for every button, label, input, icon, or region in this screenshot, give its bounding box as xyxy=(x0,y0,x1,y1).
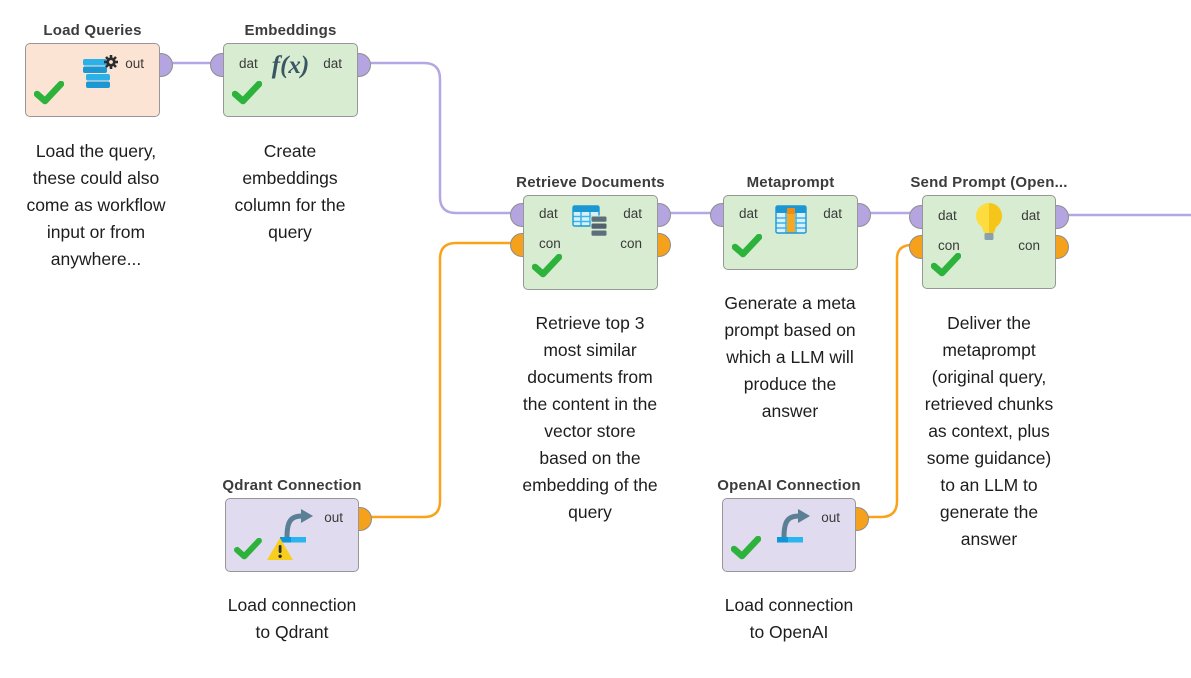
wire-qdrant-retrieve[interactable] xyxy=(370,241,511,519)
port-label: con xyxy=(938,238,960,253)
port-label: dat xyxy=(1021,208,1040,223)
port-label: out xyxy=(821,510,840,525)
operator-qdrant-connection[interactable]: Qdrant Connection out xyxy=(222,477,372,572)
operator-comment: Load connection to Qdrant xyxy=(227,595,357,642)
port-label: dat xyxy=(623,206,642,221)
operator-title: Qdrant Connection xyxy=(222,477,362,494)
connection-arrow-icon xyxy=(774,507,814,550)
success-check-icon xyxy=(231,80,263,110)
success-check-icon xyxy=(33,80,65,110)
operator-retrieve-documents[interactable]: Retrieve Documents dat con dat con xyxy=(510,174,671,290)
port-label: dat xyxy=(938,208,957,223)
operator-title: Metaprompt xyxy=(746,174,835,191)
port-label: out xyxy=(125,56,144,71)
operator-comment: Load connection to OpenAI xyxy=(724,595,854,642)
operator-title: Retrieve Documents xyxy=(516,174,665,191)
operator-send-prompt[interactable]: Send Prompt (Open... dat con dat con xyxy=(909,174,1069,289)
operator-title: OpenAI Connection xyxy=(717,477,861,494)
operator-metaprompt[interactable]: Metaprompt dat dat xyxy=(710,174,871,270)
wire-openai-sendprompt[interactable] xyxy=(862,243,917,519)
wire-embeddings-retrieve[interactable] xyxy=(364,61,511,215)
lightbulb-icon xyxy=(974,202,1004,249)
operator-openai-connection[interactable]: OpenAI Connection out xyxy=(717,477,869,572)
success-check-icon xyxy=(531,253,563,283)
function-fx-icon: f(x) xyxy=(271,52,310,79)
operator-title: Embeddings xyxy=(244,22,337,39)
port-label: dat xyxy=(823,206,842,221)
warning-icon xyxy=(266,537,294,566)
port-label: con xyxy=(620,236,642,251)
table-highlight-column-icon xyxy=(774,204,808,241)
operator-embeddings[interactable]: Embeddings dat dat f(x) xyxy=(210,22,371,117)
operator-comment: Deliver the metaprompt (original query, … xyxy=(924,313,1054,549)
port-label: con xyxy=(539,236,561,251)
port-label: dat xyxy=(739,206,758,221)
success-check-icon xyxy=(731,233,763,263)
connection-arrow-icon xyxy=(277,507,317,550)
operator-comment: Load the query, these could also come as… xyxy=(26,141,166,269)
operator-comment: Retrieve top 3 most similar documents fr… xyxy=(522,313,658,522)
success-check-icon xyxy=(234,537,262,565)
port-label: con xyxy=(1018,238,1040,253)
operator-title: Load Queries xyxy=(43,22,142,39)
port-label: dat xyxy=(539,206,558,221)
database-gear-icon xyxy=(80,55,120,98)
operator-load-queries[interactable]: Load Queries out xyxy=(25,22,173,117)
success-check-icon xyxy=(730,535,762,565)
success-check-icon xyxy=(930,252,962,282)
port-label: out xyxy=(324,510,343,525)
port-label: dat xyxy=(239,56,258,71)
table-database-icon xyxy=(571,204,611,249)
operator-title: Send Prompt (Open... xyxy=(910,174,1068,191)
port-label: dat xyxy=(323,56,342,71)
operator-comment: Create embeddings column for the query xyxy=(234,141,346,242)
operator-comment: Generate a meta prompt based on which a … xyxy=(724,293,856,421)
